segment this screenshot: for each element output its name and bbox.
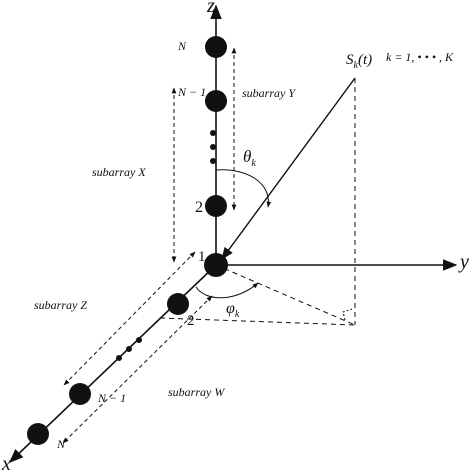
z-element-n xyxy=(205,36,227,58)
subarray-x-label: subarray X xyxy=(92,165,146,179)
z-axis-label: z xyxy=(206,0,215,17)
subarray-y-label: subarray Y xyxy=(242,86,296,100)
theta-label: θk xyxy=(243,147,256,169)
z-ellipsis-dot xyxy=(210,158,216,164)
theta-arc xyxy=(215,169,272,208)
x-element-n-label: N xyxy=(56,437,66,451)
origin-element-label: 1 xyxy=(198,249,206,265)
x-element-2-label: 2 xyxy=(187,313,195,329)
z-element-2 xyxy=(205,195,227,217)
phi-arc xyxy=(195,282,259,299)
x-element-n xyxy=(27,423,49,445)
source-range-label: k = 1, • • • , K xyxy=(386,50,454,64)
z-element-n-minus-1-label: N − 1 xyxy=(177,85,206,99)
source-direction-arrow xyxy=(221,77,356,261)
z-ellipsis-dot xyxy=(210,144,216,150)
origin-element-1 xyxy=(204,253,228,277)
phi-label: φk xyxy=(226,300,240,320)
z-element-n-minus-1 xyxy=(205,90,227,112)
x-element-2 xyxy=(167,293,189,315)
right-angle-marker xyxy=(342,308,353,321)
source-label: Sk(t) xyxy=(346,52,372,71)
x-ellipsis-dot xyxy=(126,346,132,352)
z-ellipsis-dot xyxy=(210,130,216,136)
z-element-n-label: N xyxy=(177,39,187,53)
projection-dashed xyxy=(215,264,356,326)
z-element-2-label: 2 xyxy=(195,199,203,216)
y-axis-label: y xyxy=(458,251,469,273)
x-element-n-minus-1-label: N − 1 xyxy=(97,391,126,405)
x-ellipsis-dot xyxy=(136,337,142,343)
projection-to-x-dashed xyxy=(159,317,356,326)
x-axis-label: x xyxy=(1,453,11,475)
subarray-z-arrow xyxy=(63,251,196,386)
subarray-z-label: subarray Z xyxy=(34,298,87,312)
x-element-n-minus-1 xyxy=(69,383,91,405)
x-ellipsis-dot xyxy=(116,355,122,361)
subarray-w-label: subarray W xyxy=(168,385,225,399)
